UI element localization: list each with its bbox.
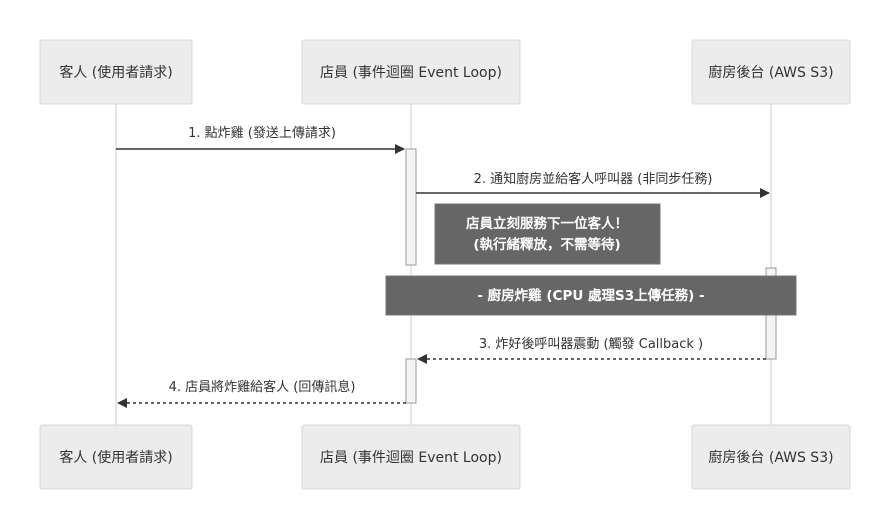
note-clerk-line2: (執行緒釋放，不需等待) — [473, 236, 620, 253]
actor-kitchen-label: 廚房後台 (AWS S3) — [708, 64, 833, 81]
message-2-label: 2. 通知廚房並給客人呼叫器 (非同步任務) — [474, 171, 713, 187]
actor-kitchen-bottom: 廚房後台 (AWS S3) — [691, 424, 851, 490]
actor-clerk-top: 店員 (事件迴圈 Event Loop) — [301, 39, 521, 105]
message-3-label: 3. 炸好後呼叫器震動 (觸發 Callback ) — [479, 337, 703, 352]
actor-customer-label-bottom: 客人 (使用者請求) — [59, 449, 172, 466]
note-span-text: - 廚房炸雞 (CPU 處理S3上傳任務) - — [477, 287, 704, 304]
actor-clerk-label-bottom: 店員 (事件迴圈 Event Loop) — [320, 450, 502, 466]
note-clerk-line1: 店員立刻服務下一位客人！ — [466, 215, 628, 232]
note-clerk: 店員立刻服務下一位客人！ (執行緒釋放，不需等待) — [434, 203, 661, 265]
actor-kitchen-label-bottom: 廚房後台 (AWS S3) — [708, 449, 833, 466]
message-1-label: 1. 點炸雞 (發送上傳請求) — [188, 126, 336, 141]
actor-clerk-label: 店員 (事件迴圈 Event Loop) — [320, 65, 502, 81]
actor-customer-top: 客人 (使用者請求) — [39, 39, 193, 105]
note-span: - 廚房炸雞 (CPU 處理S3上傳任務) - — [385, 275, 797, 316]
activation-clerk-1 — [405, 148, 417, 266]
actor-clerk-bottom: 店員 (事件迴圈 Event Loop) — [301, 424, 521, 490]
actor-kitchen-top: 廚房後台 (AWS S3) — [691, 39, 851, 105]
activation-clerk-2 — [405, 358, 417, 404]
actor-customer-bottom: 客人 (使用者請求) — [39, 424, 193, 490]
actor-customer-label: 客人 (使用者請求) — [59, 64, 172, 81]
message-4-label: 4. 店員將炸雞給客人 (回傳訊息) — [169, 379, 356, 395]
